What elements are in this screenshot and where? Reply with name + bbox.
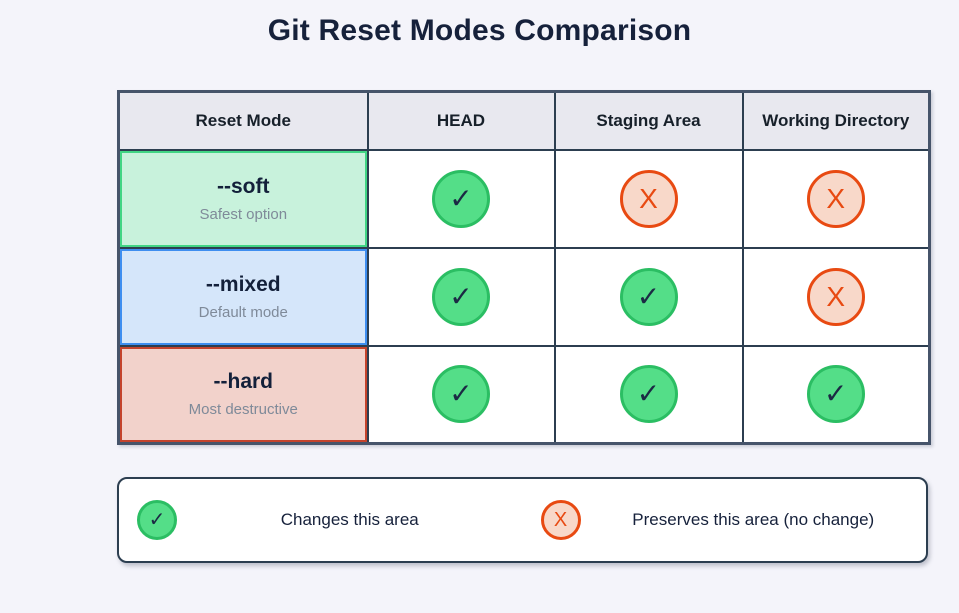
cross-icon: X [806,267,865,326]
status-cell-check: ✓ [553,246,744,347]
check-icon: ✓ [432,169,490,228]
mode-name: --hard [213,370,274,394]
mode-name: --soft [217,174,270,198]
column-header-head: HEAD [366,90,556,151]
check-icon: ✓ [806,365,865,424]
legend-label: Changes this area [280,510,419,529]
mode-note: Default mode [198,303,288,321]
cross-icon: X [540,500,581,540]
mode-note: Most destructive [188,401,298,419]
status-cell-check: ✓ [366,344,556,445]
check-icon: ✓ [432,267,490,326]
cross-icon: X [619,169,678,228]
check-icon: ✓ [432,365,490,424]
check-icon: ✓ [619,267,678,326]
status-cell-check: ✓ [366,246,556,347]
check-icon: ✓ [619,365,678,424]
status-cell-cross: X [553,148,744,249]
cross-icon: X [806,169,865,228]
column-header-staging-area: Staging Area [553,90,744,151]
check-icon: ✓ [137,500,177,540]
status-cell-cross: X [741,246,931,347]
column-header-working-directory: Working Directory [741,90,931,151]
status-cell-check: ✓ [366,148,556,249]
status-cell-check: ✓ [553,344,744,445]
status-cell-cross: X [741,148,931,249]
mode-note: Safest option [199,205,288,223]
mode-name: --mixed [205,272,281,296]
column-header-reset-mode: Reset Mode [117,90,369,151]
page-title: Git Reset Modes Comparison [267,14,692,47]
legend-box: ✓ Changes this area X Preserves this area (… [117,477,928,563]
legend-label: Preserves this area (no change) [632,510,875,529]
status-cell-check: ✓ [741,344,931,445]
legend-item-check: ✓ Changes this area [119,500,523,540]
legend-item-cross: X Preserves this area (no change) [523,500,927,540]
